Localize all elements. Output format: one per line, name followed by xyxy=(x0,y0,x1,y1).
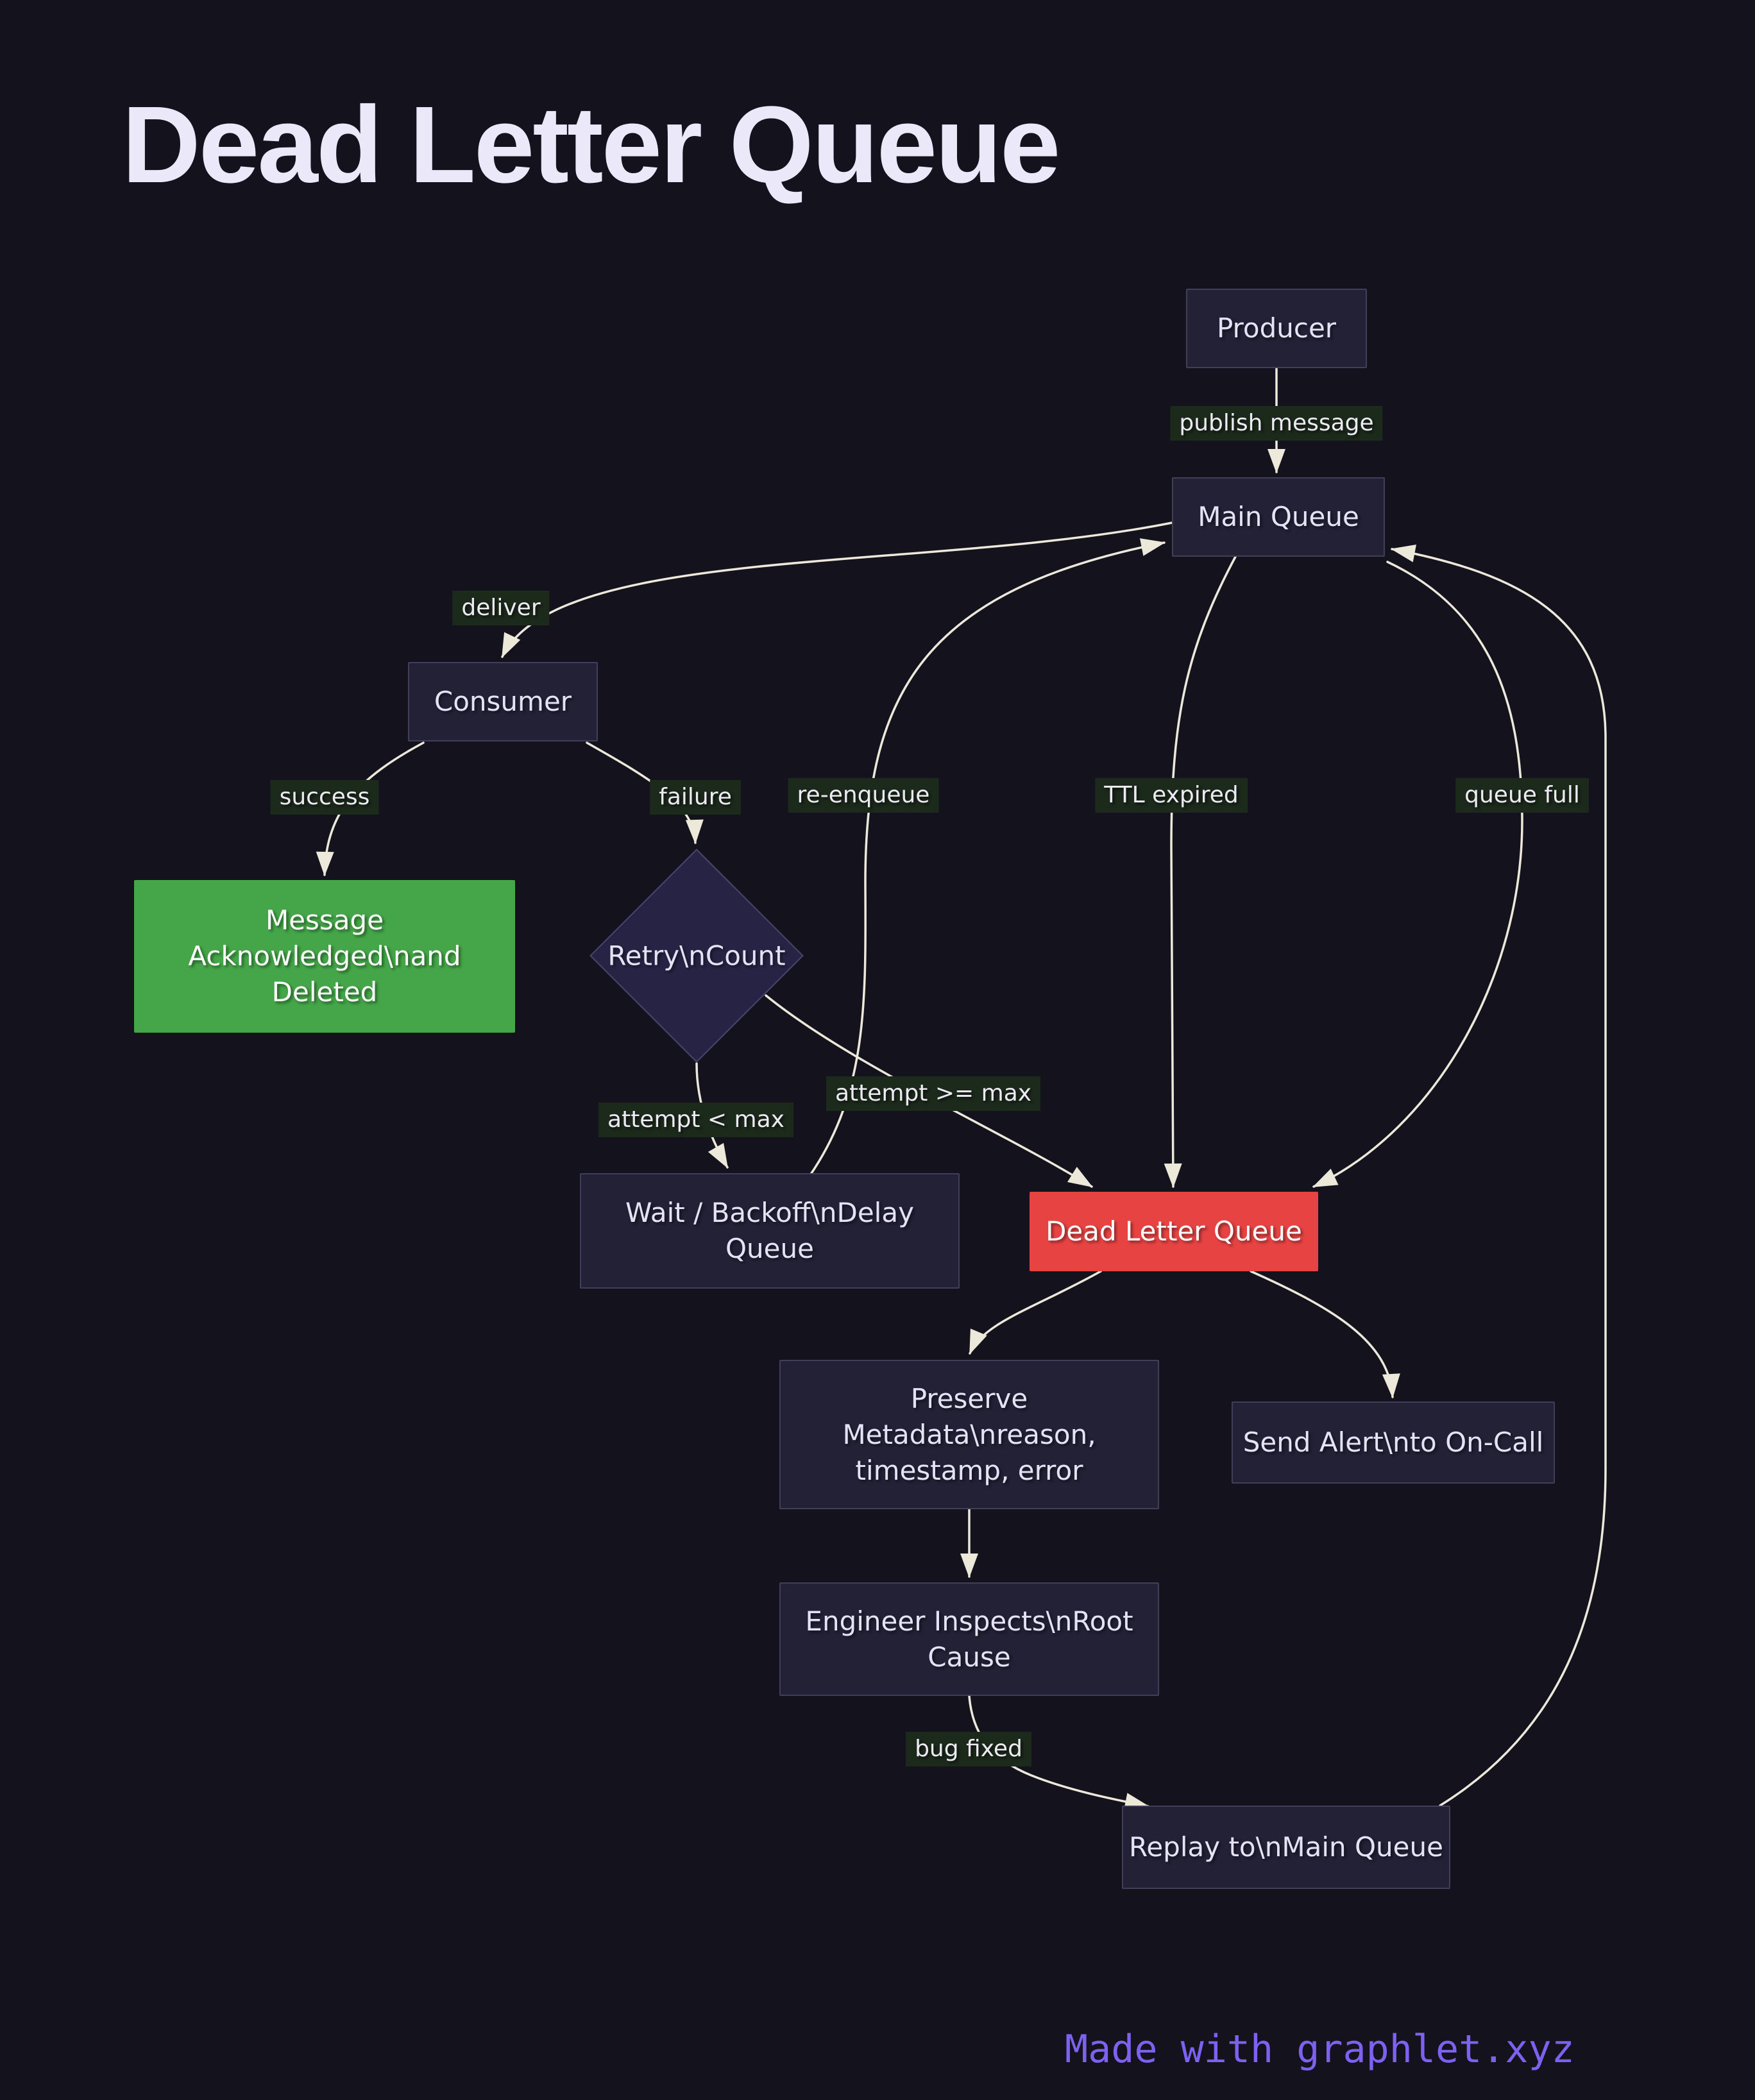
edge-replay-main-queue xyxy=(1391,545,1607,1807)
node-wait-backoff-line-2: Queue xyxy=(725,1233,814,1264)
node-consumer: Consumer xyxy=(408,662,598,741)
edge-label-queue-full: queue full xyxy=(1455,778,1589,813)
node-wait-backoff: Wait / Backoff\nDelay Queue xyxy=(580,1173,960,1289)
edge-main-queue-dlq-ttl-expired xyxy=(1164,555,1237,1188)
node-engineer-inspects-line-1: Engineer Inspects\nRoot xyxy=(805,1605,1133,1637)
node-preserve-metadata-line-2: Metadata\nreason, xyxy=(842,1418,1096,1450)
edge-label-deliver: deliver xyxy=(452,591,550,625)
node-engineer-inspects-line-2: Cause xyxy=(928,1641,1011,1673)
edge-dlq-preserve-metadata xyxy=(969,1270,1102,1355)
edge-label-failure: failure xyxy=(650,780,741,815)
node-wait-backoff-line-1: Wait / Backoff\nDelay xyxy=(625,1197,914,1228)
edge-wait-main-queue-re-enqueue xyxy=(810,538,1166,1174)
edge-main-queue-dlq-queue-full xyxy=(1312,561,1523,1188)
node-send-alert: Send Alert\nto On-Call xyxy=(1232,1401,1555,1484)
edge-label-re-enqueue: re-enqueue xyxy=(788,778,939,813)
edge-engineer-replay-bug-fixed xyxy=(968,1695,1149,1811)
node-dead-letter-queue: Dead Letter Queue xyxy=(1030,1192,1318,1271)
node-message-acknowledged-line-1: Message xyxy=(265,904,384,936)
node-preserve-metadata-line-1: Preserve xyxy=(910,1382,1028,1414)
edge-label-ttl-expired: TTL expired xyxy=(1095,778,1248,813)
watermark-link[interactable]: Made with graphlet.xyz xyxy=(1065,2027,1575,2072)
node-message-acknowledged: Message Acknowledged\nand Deleted xyxy=(134,880,515,1033)
page-title: Dead Letter Queue xyxy=(122,84,1060,206)
node-replay: Replay to\nMain Queue xyxy=(1122,1806,1450,1889)
node-main-queue: Main Queue xyxy=(1172,477,1385,557)
edge-label-attempt-lt-max: attempt < max xyxy=(598,1103,793,1137)
node-message-acknowledged-line-3: Deleted xyxy=(271,976,378,1008)
node-message-acknowledged-line-2: Acknowledged\nand xyxy=(188,940,461,972)
edge-label-attempt-ge-max: attempt >= max xyxy=(826,1076,1041,1111)
edge-label-success: success xyxy=(270,780,379,815)
node-retry-count-label: Retry\nCount xyxy=(607,940,786,972)
node-preserve-metadata-line-3: timestamp, error xyxy=(855,1454,1083,1486)
node-preserve-metadata: Preserve Metadata\nreason, timestamp, er… xyxy=(779,1360,1159,1509)
edge-main-queue-consumer-deliver xyxy=(501,521,1173,658)
node-engineer-inspects: Engineer Inspects\nRoot Cause xyxy=(779,1582,1159,1696)
edge-dlq-send-alert xyxy=(1250,1270,1400,1398)
node-producer: Producer xyxy=(1186,289,1367,368)
edge-label-publish-message: publish message xyxy=(1170,406,1383,441)
edge-label-bug-fixed: bug fixed xyxy=(906,1732,1031,1766)
